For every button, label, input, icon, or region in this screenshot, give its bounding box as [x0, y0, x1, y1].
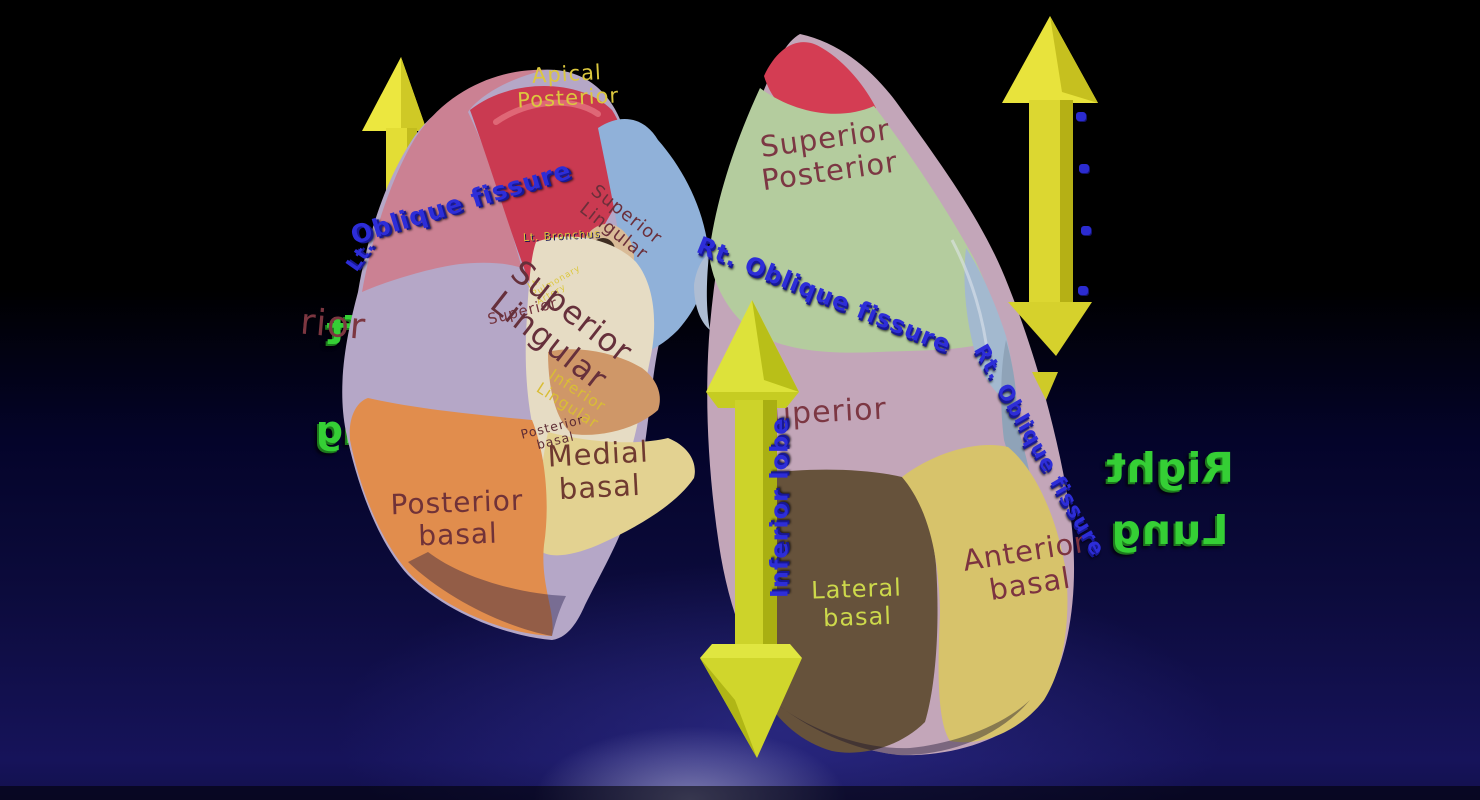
right-lung-shape — [694, 34, 1075, 756]
center-double-arrow — [700, 300, 802, 758]
left-lung-shape — [342, 69, 709, 640]
hidden-label-fragment — [1081, 226, 1091, 235]
hidden-label-fragment — [1076, 112, 1086, 121]
right-double-arrow — [1002, 16, 1098, 400]
hidden-label-fragment — [1079, 164, 1089, 173]
right-lung-name: Right Lung — [1105, 444, 1234, 554]
hidden-label-fragment — [1078, 286, 1088, 295]
label-inferior-lobe: Inferior lobe — [765, 417, 794, 599]
floor-band — [0, 786, 1480, 800]
